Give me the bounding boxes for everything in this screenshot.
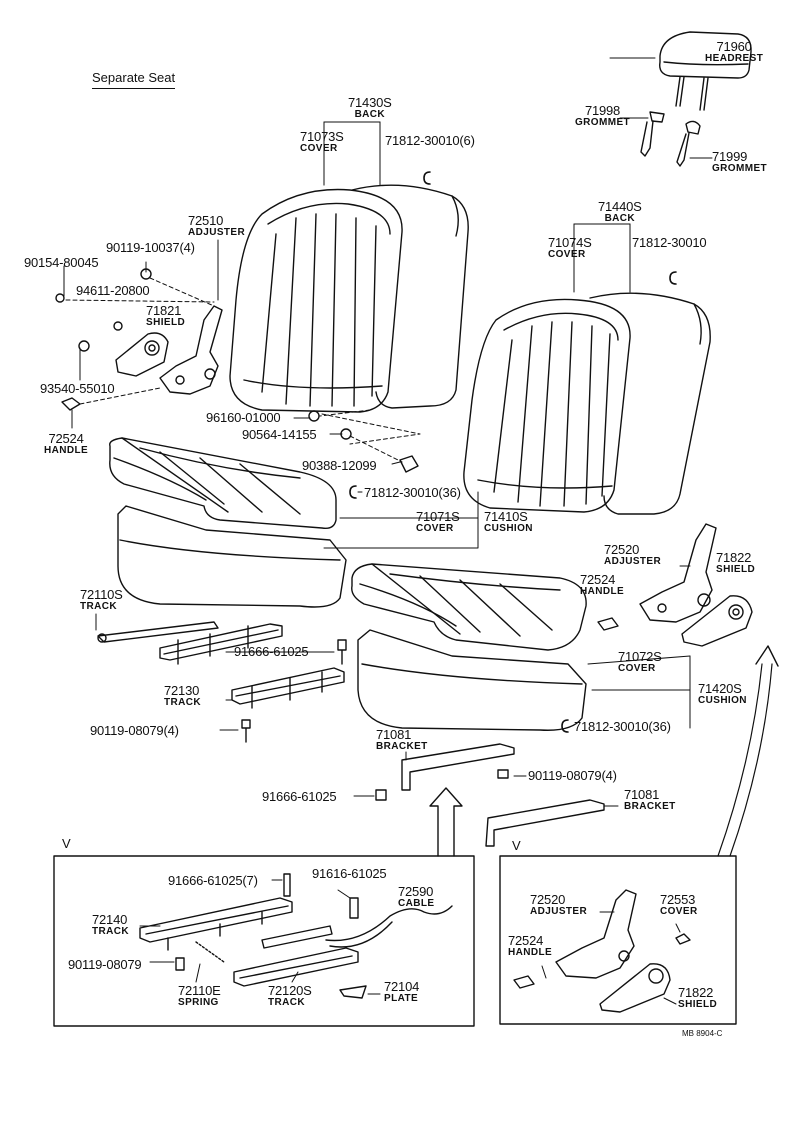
inset-box-tracks	[54, 856, 474, 1026]
headrest-drawing	[660, 32, 751, 110]
right-recliner-drawing	[598, 524, 752, 646]
view-mark-v-right: V	[512, 838, 521, 853]
right-cushion-drawing	[352, 564, 586, 730]
main-tracks-drawing	[98, 622, 604, 846]
right-seat-back-drawing	[464, 293, 710, 514]
drawing-code: MB 8904-C	[682, 1029, 723, 1038]
leader-lines	[64, 58, 712, 806]
label-bolt-80045: 90154-80045	[24, 255, 99, 270]
grommet-71998-drawing	[641, 112, 664, 156]
label-cap-12099: 90388-12099	[302, 458, 377, 473]
label-bolt-61025-b: 91666-61025	[262, 789, 337, 804]
label-bolt-08079-a: 90119-08079(4)	[90, 723, 179, 738]
clip-glyphs	[350, 172, 676, 732]
left-recliner-drawing	[56, 269, 418, 472]
label-nut-01000: 96160-01000	[206, 410, 281, 425]
label-bolt-61025-a: 91666-61025	[234, 644, 309, 659]
label-washer-20800: 94611-20800	[76, 283, 150, 298]
left-cushion-drawing	[110, 438, 346, 607]
inset-leaders	[140, 880, 680, 1004]
label-box1-bolt-91616: 91616-61025	[312, 866, 387, 881]
label-clip-cushion-left: 71812-30010(36)	[364, 485, 461, 500]
label-bolt-10037: 90119-10037(4)	[106, 240, 195, 255]
inset-box-adjuster	[500, 856, 736, 1024]
up-arrows	[430, 646, 778, 856]
label-clip-back-right: 71812-30010	[632, 235, 707, 250]
label-clip-cushion-right: 71812-30010(36)	[574, 719, 671, 734]
label-box1-bolt-61025-7: 91666-61025(7)	[168, 873, 258, 888]
label-washer-14155: 90564-14155	[242, 427, 317, 442]
view-mark-v-left: V	[62, 836, 71, 851]
label-bolt-08079-b: 90119-08079(4)	[528, 768, 617, 783]
label-box1-bolt-08079: 90119-08079	[68, 957, 142, 972]
grommet-71999-drawing	[677, 121, 700, 166]
left-seat-back-drawing	[230, 185, 468, 412]
label-clip-back-left: 71812-30010(6)	[385, 133, 475, 148]
left-assembly-dashes	[66, 278, 420, 462]
label-screw-55010: 93540-55010	[40, 381, 115, 396]
diagram-title: Separate Seat	[92, 70, 176, 89]
